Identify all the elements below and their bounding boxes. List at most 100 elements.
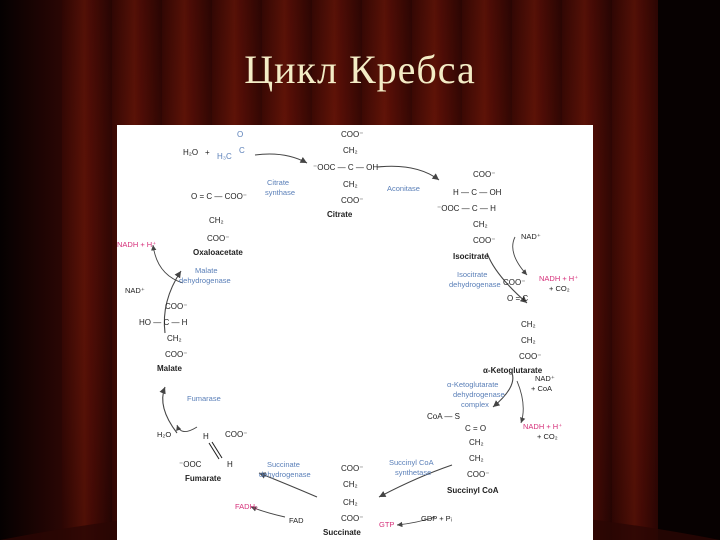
citrate-label: Citrate	[327, 210, 353, 219]
svg-text:COO⁻: COO⁻	[341, 130, 363, 139]
cofactor-co2-akg: + CO₂	[537, 432, 558, 441]
cofactor-coa-akg: + CoA	[531, 384, 552, 393]
svg-text:COO⁻: COO⁻	[341, 514, 363, 523]
malate-label: Malate	[157, 364, 182, 373]
cofactor-h2o-fumarase: H₂O	[157, 430, 171, 439]
enzyme-citrate-synthase: Citrate	[267, 178, 289, 187]
svg-text:COO⁻: COO⁻	[165, 302, 187, 311]
svg-text:CH₂: CH₂	[209, 216, 224, 225]
cofactor-co2-isocitrate: + CO₂	[549, 284, 570, 293]
curtain-fold	[612, 0, 662, 540]
enzyme-labels: Citrate synthase Aconitase Isocitrate de…	[179, 178, 505, 479]
krebs-cycle-diagram: O C H₃C H₂O + COO⁻ CH₂ ⁻OOC — C — OH CH₂…	[117, 125, 593, 540]
cofactor-nad-malate: NAD⁺	[125, 286, 145, 295]
arrow-nad-malate	[151, 244, 184, 284]
svg-text:CoA — S: CoA — S	[427, 412, 460, 421]
enzyme-succinate-dh: Succinate	[267, 460, 300, 469]
arrow-fumarate-to-malate	[159, 386, 178, 434]
svg-text:dehydrogenase: dehydrogenase	[259, 470, 311, 479]
svg-text:COO⁻: COO⁻	[467, 470, 489, 479]
cofactor-nad-isocitrate: NAD⁺	[521, 232, 541, 241]
acetyl-coa-structure: O C H₃C H₂O +	[183, 130, 245, 161]
cofactor-nadh-oxaloacetate: NADH + H⁺	[117, 240, 156, 249]
svg-text:COO⁻: COO⁻	[473, 170, 495, 179]
enzyme-succinyl-coa-synthetase: Succinyl CoA	[389, 458, 434, 467]
svg-text:synthase: synthase	[265, 188, 295, 197]
cofactor-nadh-akg: NADH + H⁺	[523, 422, 562, 431]
svg-text:dehydrogenase: dehydrogenase	[453, 390, 505, 399]
citrate-structure: COO⁻ CH₂ ⁻OOC — C — OH CH₂ COO⁻ Citrate	[313, 130, 378, 219]
enzyme-fumarase: Fumarase	[187, 394, 221, 403]
svg-text:COO⁻: COO⁻	[165, 350, 187, 359]
cycle-arrows	[159, 153, 528, 498]
svg-text:COO⁻: COO⁻	[207, 234, 229, 243]
succinate-label: Succinate	[323, 528, 361, 537]
svg-text:complex: complex	[461, 400, 489, 409]
cofactor-nadh-isocitrate: NADH + H⁺	[539, 274, 578, 283]
acetyl-methyl: H₃C	[217, 152, 232, 161]
isocitrate-label: Isocitrate	[453, 252, 489, 261]
cofactor-gdp-pi: GDP + Pᵢ	[421, 514, 452, 523]
svg-text:H — C — OH: H — C — OH	[453, 188, 502, 197]
svg-text:HO — C — H: HO — C — H	[139, 318, 188, 327]
svg-text:CH₂: CH₂	[343, 480, 358, 489]
svg-text:COO⁻: COO⁻	[519, 352, 541, 361]
arrow-akg-to-succinylcoa	[492, 372, 514, 408]
svg-text:CH₂: CH₂	[167, 334, 182, 343]
acetyl-carbon: C	[239, 146, 245, 155]
arrow-succinate-to-fumarate	[258, 472, 318, 498]
svg-text:COO⁻: COO⁻	[341, 464, 363, 473]
enzyme-akg-dh: α-Ketoglutarate	[447, 380, 498, 389]
svg-text:CH₂: CH₂	[469, 454, 484, 463]
svg-text:CH₂: CH₂	[343, 180, 358, 189]
arrow-citrate-to-isocitrate	[376, 165, 440, 181]
svg-text:CH₂: CH₂	[521, 336, 536, 345]
arrow-succinylcoa-to-succinate	[378, 464, 453, 498]
curtain-fold	[62, 0, 112, 540]
left-curtain-edge	[0, 0, 62, 540]
acetyl-oxygen: O	[237, 130, 243, 139]
svg-text:COO⁻: COO⁻	[473, 236, 495, 245]
svg-text:O = C: O = C	[507, 294, 528, 303]
svg-text:⁻OOC — C — H: ⁻OOC — C — H	[437, 204, 496, 213]
akg-structure: COO⁻ O = C CH₂ CH₂ COO⁻ α-Ketoglutarate	[483, 278, 543, 375]
arrow-nad-isocitrate	[512, 236, 528, 276]
enzyme-isocitrate-dh: Isocitrate	[457, 270, 487, 279]
svg-text:COO⁻: COO⁻	[341, 196, 363, 205]
oxaloacetate-label: Oxaloacetate	[193, 248, 243, 257]
svg-text:COO⁻: COO⁻	[503, 278, 525, 287]
arrow-nad-akg	[516, 380, 526, 424]
right-curtain-edge	[658, 0, 720, 540]
malate-structure: COO⁻ HO — C — H CH₂ COO⁻ Malate	[139, 302, 188, 373]
svg-text:dehydrogenase: dehydrogenase	[449, 280, 501, 289]
arrow-h2o-fumarase	[176, 424, 198, 432]
svg-text:C = O: C = O	[465, 424, 486, 433]
enzyme-aconitase: Aconitase	[387, 184, 420, 193]
succinyl-coa-structure: CoA — S C = O CH₂ CH₂ COO⁻ Succinyl CoA	[427, 412, 499, 495]
succinate-structure: COO⁻ CH₂ CH₂ COO⁻ Succinate	[323, 464, 363, 537]
diagram-panel	[117, 125, 593, 540]
svg-text:dehydrogenase: dehydrogenase	[179, 276, 231, 285]
cofactor-fadh2: FADH₂	[235, 502, 258, 511]
oxaloacetate-structure: O = C — COO⁻ CH₂ COO⁻ Oxaloacetate	[191, 192, 247, 257]
isocitrate-structure: COO⁻ H — C — OH ⁻OOC — C — H CH₂ COO⁻ Is…	[437, 170, 502, 261]
svg-text:CH₂: CH₂	[521, 320, 536, 329]
fumarate-label: Fumarate	[185, 474, 222, 483]
arrow-malate-to-oxaloacetate	[163, 270, 182, 334]
svg-text:COO⁻: COO⁻	[225, 430, 247, 439]
cofactor-labels: NADH + H⁺ NAD⁺ NAD⁺ NADH + H⁺ + CO₂ NAD⁺…	[117, 232, 578, 529]
svg-text:synthetase: synthetase	[395, 468, 431, 477]
svg-text:⁻OOC: ⁻OOC	[179, 460, 202, 469]
svg-text:O = C — COO⁻: O = C — COO⁻	[191, 192, 247, 201]
cofactor-nad-akg: NAD⁺	[535, 374, 555, 383]
arrow-acetyl-to-citrate	[254, 153, 308, 164]
cofactor-gtp: GTP	[379, 520, 394, 529]
slide-title: Цикл Кребса	[244, 47, 476, 92]
svg-text:CH₂: CH₂	[473, 220, 488, 229]
cofactor-fad: FAD	[289, 516, 304, 525]
cofactor-arrows	[151, 236, 528, 528]
fumarate-structure: H COO⁻ ⁻OOC H Fumarate	[179, 430, 247, 483]
svg-text:CH₂: CH₂	[343, 146, 358, 155]
water-in-label: H₂O	[183, 148, 198, 157]
succinyl-coa-label: Succinyl CoA	[447, 486, 499, 495]
